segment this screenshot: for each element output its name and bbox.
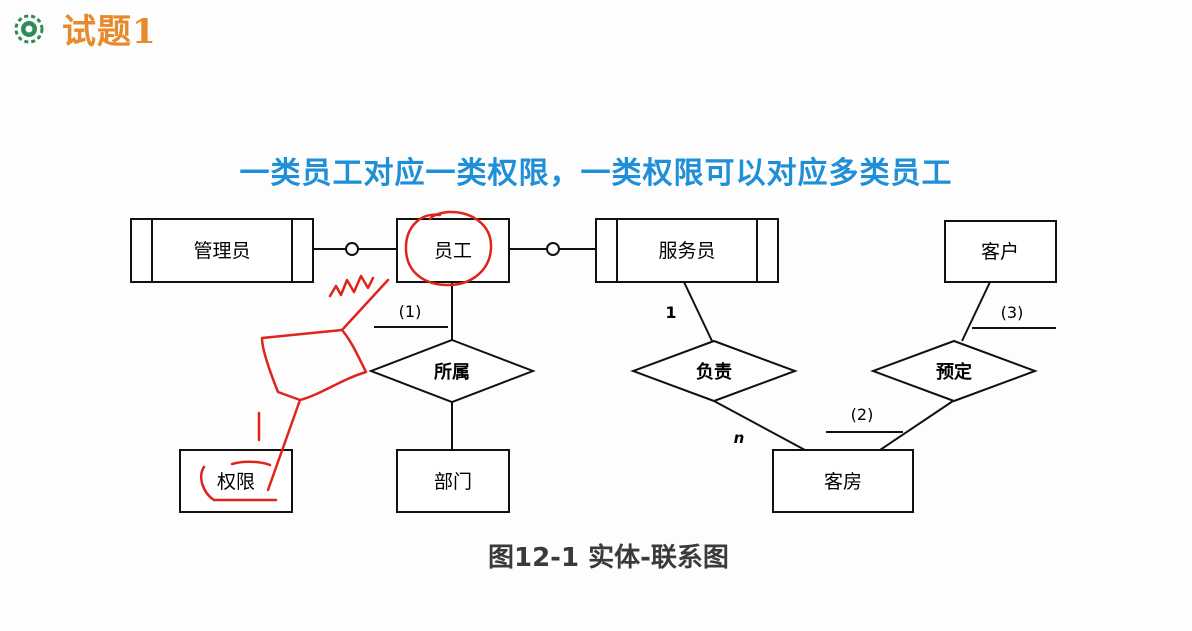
handwritten-annotations [200,210,493,502]
flower-logo-icon [14,14,44,44]
relationship-belongs-to-label: 所属 [434,362,470,383]
slide-title: 试题1 [62,12,157,52]
figure-caption: 图12-1 实体-联系图 [488,543,729,573]
entity-department-label: 部门 [434,471,472,493]
entity-employee-label: 员工 [434,240,472,262]
entity-customer-label: 客户 [981,241,1019,263]
relationship-reserve-label: 预定 [936,361,972,383]
scribble-mark [328,274,375,298]
optional-circle-manager [345,242,359,256]
entity-permission: 权限 [179,449,293,513]
connector-stroke-upper [340,278,390,332]
diamond-sketch [260,328,368,402]
optional-circle-service [546,242,560,256]
entity-service-staff-label: 服务员 [658,240,715,262]
blank-label-1: (1) [399,302,422,321]
relationship-belongs-to: 所属 [368,338,536,404]
headline: 一类员工对应一类权限，一类权限可以对应多类员工 [239,156,953,191]
employee-circle-mark [404,210,493,287]
relationship-reserve: 预定 [870,339,1038,403]
cardinality-n-label: n [734,429,745,447]
cardinality-one-label: 1 [665,303,676,322]
entity-guest-room-label: 客房 [824,471,862,493]
entity-permission-label: 权限 [217,471,255,493]
connector-stroke-lower [266,398,302,492]
underline-top [230,460,272,467]
permission-bracket [200,465,216,502]
entity-customer: 客户 [944,220,1057,283]
entity-department: 部门 [396,449,510,513]
entity-manager: 管理员 [130,218,314,283]
entity-service-staff: 服务员 [595,218,779,283]
entity-guest-room: 客房 [772,449,914,513]
relationship-responsible-for: 负责 [630,339,798,403]
entity-manager-label: 管理员 [193,240,250,262]
blank-label-3: (3) [1001,303,1024,322]
blank-label-2: (2) [851,405,874,424]
relationship-responsible-for-label: 负责 [696,361,732,383]
